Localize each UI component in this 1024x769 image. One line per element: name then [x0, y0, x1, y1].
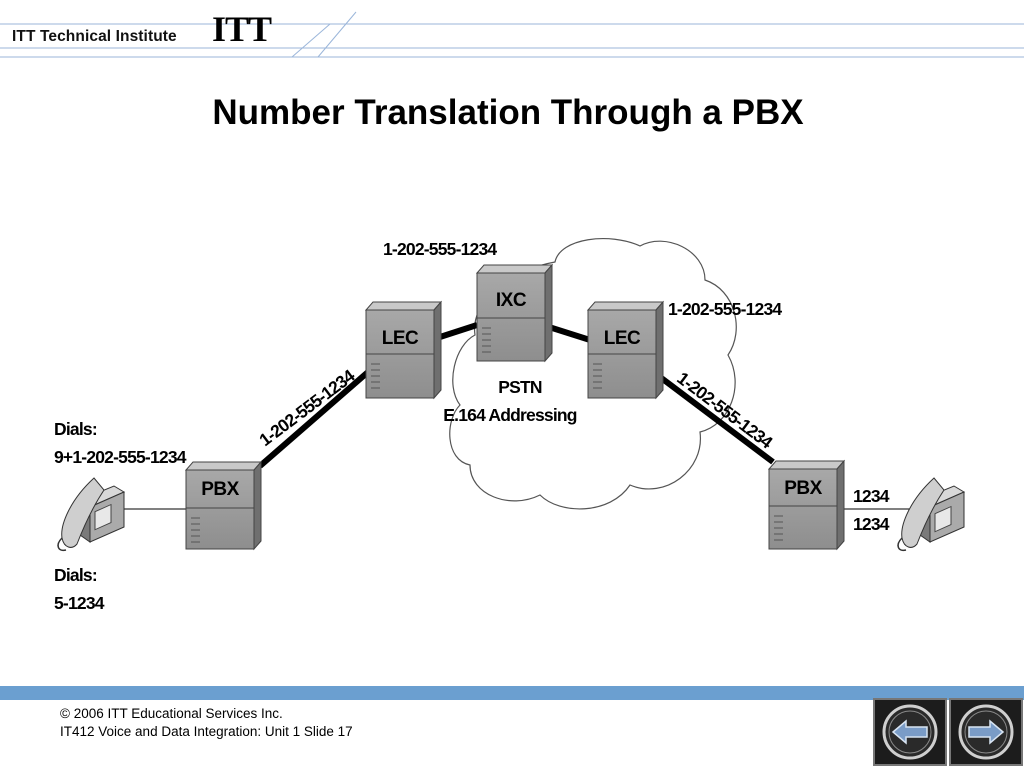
right-extension-1: 1234 — [853, 486, 890, 506]
arrow-left-icon — [882, 704, 938, 760]
link-lec-ixc — [439, 322, 478, 340]
left-pbx-label: PBX — [201, 479, 239, 500]
copyright-text: © 2006 ITT Educational Services Inc. — [60, 706, 283, 721]
dials-top-label: Dials: — [54, 419, 98, 439]
arrow-right-icon — [958, 704, 1014, 760]
device-ixc — [475, 263, 554, 363]
link-pbx-lec-left — [258, 369, 370, 469]
ixc-label: IXC — [495, 290, 527, 311]
header-lines — [0, 11, 1024, 58]
slide-title: Number Translation Through a PBX — [212, 93, 804, 132]
right-telephone-icon — [897, 477, 966, 552]
right-pbx-label: PBX — [784, 478, 822, 499]
footer-bar — [0, 686, 1024, 700]
course-slide-text: IT412 Voice and Data Integration: Unit 1… — [60, 724, 353, 739]
left-telephone-icon — [57, 477, 126, 552]
next-slide-button[interactable] — [949, 698, 1023, 766]
link-ixc-lec — [548, 324, 591, 343]
ixc-number-label: 1-202-555-1234 — [383, 239, 497, 259]
device-right-pbx — [767, 459, 846, 551]
right-lec-label: LEC — [603, 328, 641, 349]
right-extension-2: 1234 — [853, 514, 890, 534]
right-lec-number-label: 1-202-555-1234 — [668, 299, 782, 319]
device-left-pbx — [184, 460, 263, 551]
link-lec-pbx-right — [658, 374, 775, 465]
pstn-label: PSTN — [498, 377, 542, 397]
e164-addressing-label: E.164 Addressing — [443, 405, 577, 425]
dials-top-value: 9+1-202-555-1234 — [54, 447, 187, 467]
left-lec-label: LEC — [381, 328, 419, 349]
organization-name: ITT Technical Institute — [12, 28, 177, 45]
device-right-lec — [586, 300, 665, 400]
device-left-lec — [364, 300, 443, 400]
previous-slide-button[interactable] — [873, 698, 947, 766]
itt-logo: ITT — [212, 9, 272, 49]
slide-header: ITT Technical Institute ITT — [0, 0, 1024, 62]
dials-bottom-label: Dials: — [54, 565, 98, 585]
dials-bottom-value: 5-1234 — [54, 593, 104, 613]
